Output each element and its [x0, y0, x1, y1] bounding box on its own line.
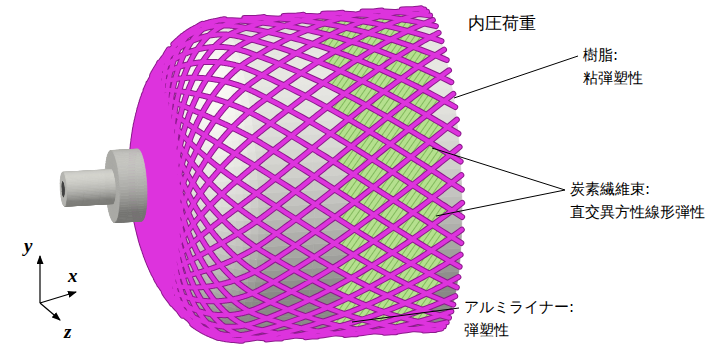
- boss-surface: [62, 172, 64, 181]
- resin-lattice-outline: [131, 8, 462, 340]
- boss-surface: [115, 221, 125, 222]
- boss-surface: [109, 151, 111, 170]
- boss-surface: [62, 173, 63, 182]
- leader-line: [352, 308, 459, 322]
- boss-surface: [83, 200, 100, 202]
- boss-surface: [62, 172, 64, 181]
- boss-surface: [121, 150, 131, 151]
- boss-surface: [100, 185, 116, 187]
- boss-surface: [96, 170, 113, 171]
- axis-label: y: [24, 236, 32, 255]
- axis-arrow: [40, 292, 76, 303]
- boss-surface: [138, 182, 147, 186]
- boss-surface: [81, 173, 98, 175]
- boss-surface: [124, 221, 134, 222]
- boss-surface: [66, 202, 83, 204]
- boss-surface: [97, 172, 114, 174]
- boss-surface: [111, 151, 112, 170]
- boss-surface: [129, 182, 138, 186]
- boss-surface: [63, 182, 64, 189]
- boss-surface: [116, 183, 120, 186]
- boss-surface: [134, 220, 144, 221]
- part-label: 炭素繊維束: 直交異方性線形弾性: [570, 178, 705, 225]
- boss-surface: [80, 171, 97, 172]
- axis-label: z: [64, 322, 71, 341]
- boss-surface: [65, 174, 82, 176]
- boss-surface: [111, 151, 112, 170]
- load-label: 内圧荷重: [468, 10, 536, 36]
- boss-surface: [63, 189, 64, 197]
- axis-arrow: [40, 303, 60, 320]
- boss-surface: [99, 200, 116, 202]
- boss-surface: [112, 151, 122, 152]
- leader-line: [454, 56, 578, 98]
- boss-surface: [63, 172, 65, 181]
- boss-surface: [65, 205, 82, 206]
- boss-surface: [110, 151, 112, 170]
- resin-lattice: [131, 8, 462, 340]
- boss-surface: [112, 151, 114, 170]
- boss-surface: [62, 173, 63, 182]
- boss-surface: [62, 172, 64, 181]
- boss-surface: [63, 189, 64, 197]
- boss-surface: [82, 204, 99, 205]
- boss-surface: [65, 174, 82, 176]
- part-label: アルミライナー: 弾塑性: [464, 296, 574, 343]
- leader-line: [432, 148, 565, 190]
- boss-surface: [111, 202, 112, 220]
- boss-surface: [110, 151, 112, 170]
- boss-surface: [99, 200, 116, 202]
- boss-surface: [64, 172, 81, 173]
- boss-surface: [63, 189, 65, 197]
- leader-line: [436, 190, 565, 216]
- boss-surface: [98, 173, 115, 175]
- boss-surface: [125, 220, 135, 221]
- boss-surface: [83, 201, 100, 203]
- boss-surface: [83, 186, 99, 188]
- boss-surface: [63, 197, 65, 206]
- boss-nozzle: [60, 149, 147, 222]
- boss-surface: [81, 174, 98, 176]
- boss-surface: [63, 189, 64, 197]
- boss-surface: [98, 203, 115, 204]
- boss-surface: [116, 186, 120, 189]
- boss-surface: [130, 150, 140, 151]
- boss-surface: [62, 173, 63, 182]
- boss-surface: [63, 182, 64, 190]
- axis-arrow: [39, 256, 40, 303]
- boss-surface: [116, 221, 126, 222]
- axis-label: x: [68, 266, 78, 285]
- boss-surface: [67, 187, 83, 189]
- boss-surface: [64, 189, 65, 196]
- boss-surface: [67, 201, 84, 203]
- boss-surface: [120, 183, 129, 187]
- part-label: 樹脂: 粘弾塑性: [583, 44, 643, 91]
